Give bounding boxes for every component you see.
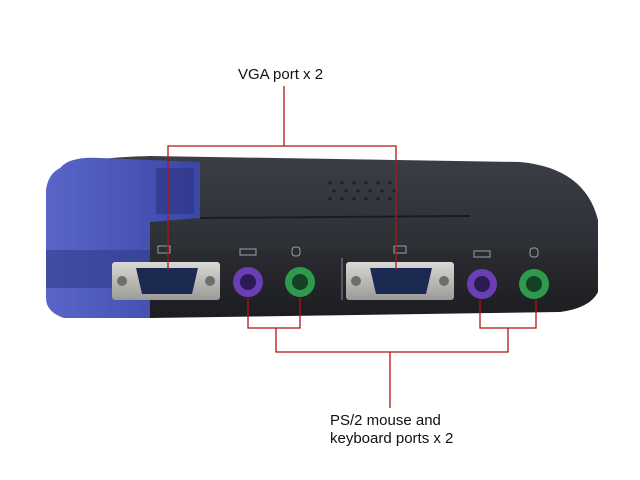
- ps2-port-callout: PS/2 mouse and keyboard ports x 2: [330, 412, 530, 448]
- panel-groove: [199, 215, 471, 219]
- vga-port-callout: VGA port x 2: [238, 66, 324, 83]
- vga-port-1: [112, 262, 220, 300]
- ps2-mouse-port-2: [519, 269, 549, 299]
- ps2-callout-lines: [247, 298, 537, 408]
- ps2-keyboard-port-2: [467, 269, 497, 299]
- ps2-callout-line-2: keyboard ports x 2: [330, 430, 454, 447]
- port-icons: [157, 245, 539, 258]
- blue-label-plate: [156, 168, 194, 214]
- vent-grille: [328, 181, 396, 201]
- vga-port-2: [346, 262, 454, 300]
- vga-callout-lines: [167, 86, 397, 270]
- ps2-mouse-port-1: [285, 267, 315, 297]
- ps2-callout-line-1: PS/2 mouse and: [330, 412, 441, 429]
- ps2-keyboard-port-1: [233, 267, 263, 297]
